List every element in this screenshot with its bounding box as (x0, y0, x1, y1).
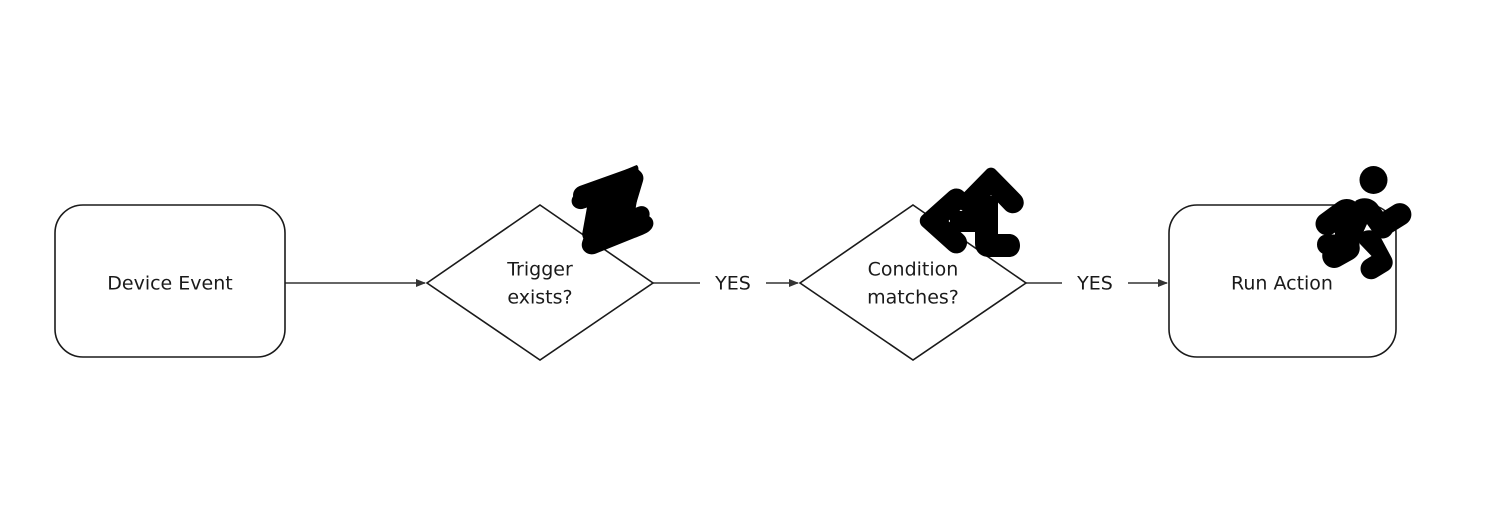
node-condition-matches[interactable]: Condition matches? (798, 204, 1028, 361)
node-condition-matches-shape[interactable] (798, 204, 1028, 361)
edge-label-yes-2: YES (1076, 273, 1113, 295)
running-person-icon (1315, 166, 1412, 280)
edge-condition-to-action: YES (1026, 273, 1168, 295)
node-trigger-exists[interactable]: Trigger exists? (425, 204, 655, 361)
edge-label-yes-1: YES (714, 273, 751, 295)
node-device-event[interactable]: Device Event (54, 204, 286, 358)
lightning-bolt-icon-body (571, 169, 654, 255)
node-trigger-exists-shape[interactable] (425, 204, 655, 361)
edge-trigger-to-condition: YES (653, 273, 799, 295)
node-run-action-label: Run Action (1231, 273, 1333, 295)
node-device-event-label: Device Event (107, 273, 232, 295)
branch-arrow-icon (919, 167, 1024, 257)
node-condition-matches-label-line2: matches? (867, 287, 959, 309)
node-condition-matches-label-line1: Condition (868, 259, 959, 281)
node-device-event-shape[interactable] (54, 204, 286, 358)
node-trigger-exists-label-line1: Trigger (506, 259, 573, 281)
node-trigger-exists-label-line2: exists? (507, 287, 572, 309)
